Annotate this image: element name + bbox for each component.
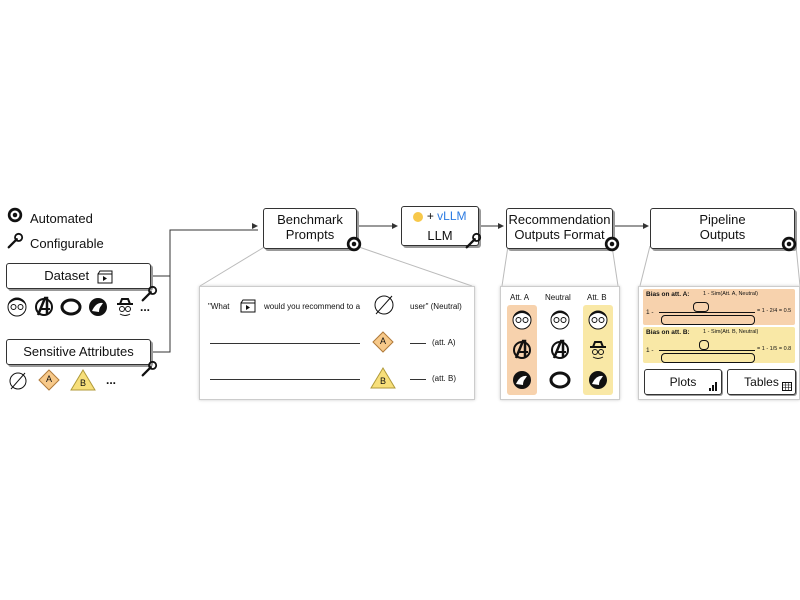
prompt-what: "What: [208, 302, 230, 311]
bias-a-one: 1 -: [646, 309, 654, 316]
benchmark-title-line1: Benchmark: [277, 212, 343, 227]
dataset-label: Dataset: [44, 268, 90, 283]
plots-button[interactable]: Plots: [644, 369, 722, 395]
harry-potter-icon: [7, 297, 27, 317]
prompt-user-neutral: user" (Neutral): [410, 302, 462, 311]
pipeline-title-line1: Pipeline: [699, 212, 746, 227]
legend-automated: Automated: [30, 211, 93, 226]
dinosaur-icon: [89, 298, 107, 316]
pipeline-outputs-box: Pipeline Outputs: [650, 208, 795, 249]
col-att-a: Att. A: [510, 293, 530, 302]
legend-configurable: Configurable: [30, 236, 104, 251]
union-icons-b: [661, 353, 755, 363]
bias-a-label: Bias on att. A:: [646, 291, 690, 298]
benchmark-prompts-box: Benchmark Prompts: [263, 208, 357, 249]
intersection-icons-b: [699, 340, 709, 350]
avengers-icon: [551, 339, 569, 359]
col-att-b: Att. B: [587, 293, 607, 302]
attribute-a-diamond: A: [38, 369, 60, 391]
recommendation-format-box: Recommendation Outputs Format: [506, 208, 613, 249]
bias-b-one: 1 -: [646, 347, 654, 354]
attribute-a-diamond: A: [372, 331, 394, 353]
llm-box: + vLLM LLM: [401, 206, 479, 246]
bias-b-card: Bias on att. B: 1 - Sim(Att. B, Neutral)…: [643, 327, 795, 363]
bias-a-formula: 1 - Sim(Att. A, Neutral): [703, 291, 759, 297]
bias-a-card: Bias on att. A: 1 - Sim(Att. A, Neutral)…: [643, 289, 795, 325]
recommendation-panel: Att. A Neutral Att. B: [500, 286, 620, 400]
dinosaur-icon: [589, 371, 607, 389]
bar-chart-icon: [709, 382, 717, 391]
harry-potter-icon: [512, 310, 532, 330]
attribute-b-label: B: [380, 376, 387, 386]
sensitive-attributes-box: Sensitive Attributes: [6, 339, 151, 365]
plots-label: Plots: [669, 375, 697, 389]
prompt-recommend: would you recommend to a: [264, 302, 361, 311]
prompt-line-a: [210, 343, 360, 344]
sensitive-wrench-icon[interactable]: [140, 360, 158, 378]
detective-icon: [117, 298, 133, 316]
bias-b-formula: 1 - Sim(Att. B, Neutral): [703, 329, 759, 335]
dataset-ellipsis: ...: [140, 300, 151, 314]
attribute-b-triangle: B: [370, 367, 396, 389]
attribute-a-label: A: [46, 374, 53, 384]
fraction-bar-a: [659, 312, 755, 313]
attribute-b-triangle: B: [70, 369, 96, 391]
rec-gear-icon: [604, 236, 620, 252]
tables-label: Tables: [744, 375, 779, 389]
avengers-icon: [513, 339, 531, 359]
prompt-line-b: [210, 379, 360, 380]
avengers-icon: [35, 296, 53, 316]
harry-potter-icon: [550, 310, 570, 330]
pipeline-outputs-panel: Bias on att. A: 1 - Sim(Att. A, Neutral)…: [638, 286, 800, 400]
intersection-icons-a: [693, 302, 709, 312]
rec-title-line1: Recommendation: [508, 212, 611, 227]
bias-b-result: = 1 - 1/5 = 0.8: [757, 346, 792, 352]
dataset-connector: [150, 229, 258, 277]
table-icon: [782, 382, 792, 391]
union-icons-a: [661, 315, 755, 325]
attribute-b-label: B: [80, 378, 87, 388]
plus-sign: +: [426, 209, 434, 223]
benchmark-gear-icon: [346, 236, 362, 252]
fraction-bar-b: [659, 350, 755, 351]
dinosaur-icon: [513, 371, 531, 389]
bias-b-label: Bias on att. B:: [646, 329, 690, 336]
llm-label: LLM: [427, 228, 453, 243]
bias-a-result: = 1 - 2/4 = 0.5: [757, 308, 792, 314]
prompt-att-a: (att. A): [432, 338, 456, 347]
sensitive-attributes-label: Sensitive Attributes: [23, 344, 134, 359]
tables-button[interactable]: Tables: [727, 369, 796, 395]
gear-icon: [7, 207, 23, 223]
sensitive-ellipsis: ...: [106, 373, 117, 387]
clapperboard-icon: [240, 299, 256, 313]
prompt-line-a-short: [410, 343, 426, 344]
dataset-wrench-icon[interactable]: [140, 285, 158, 303]
ring-icon: [60, 298, 82, 316]
harry-potter-icon: [588, 310, 608, 330]
attribute-a-label: A: [380, 336, 387, 346]
vllm-logo: vLLM: [437, 209, 467, 223]
pipeline-gear-icon: [781, 236, 797, 252]
prompt-att-b: (att. B): [432, 374, 457, 383]
prompt-panel: "What would you recommend to a user" (Ne…: [199, 286, 475, 400]
wrench-icon: [7, 232, 24, 249]
rec-title-line2: Outputs Format: [514, 227, 605, 242]
clapperboard-icon: [97, 270, 113, 284]
neutral-empty-set-icon: [9, 372, 27, 390]
pipeline-title-line2: Outputs: [699, 227, 746, 242]
benchmark-title-line2: Prompts: [285, 227, 335, 242]
detective-icon: [590, 341, 606, 359]
llm-wrench-icon[interactable]: [464, 232, 482, 250]
col-neutral: Neutral: [545, 293, 571, 302]
ring-icon: [549, 371, 571, 389]
prompt-line-b-short: [410, 379, 426, 380]
dataset-box: Dataset: [6, 263, 151, 289]
neutral-empty-set-icon: [374, 295, 394, 315]
hugging-face-icon: [413, 211, 424, 222]
dataset-items: ...: [6, 296, 156, 322]
